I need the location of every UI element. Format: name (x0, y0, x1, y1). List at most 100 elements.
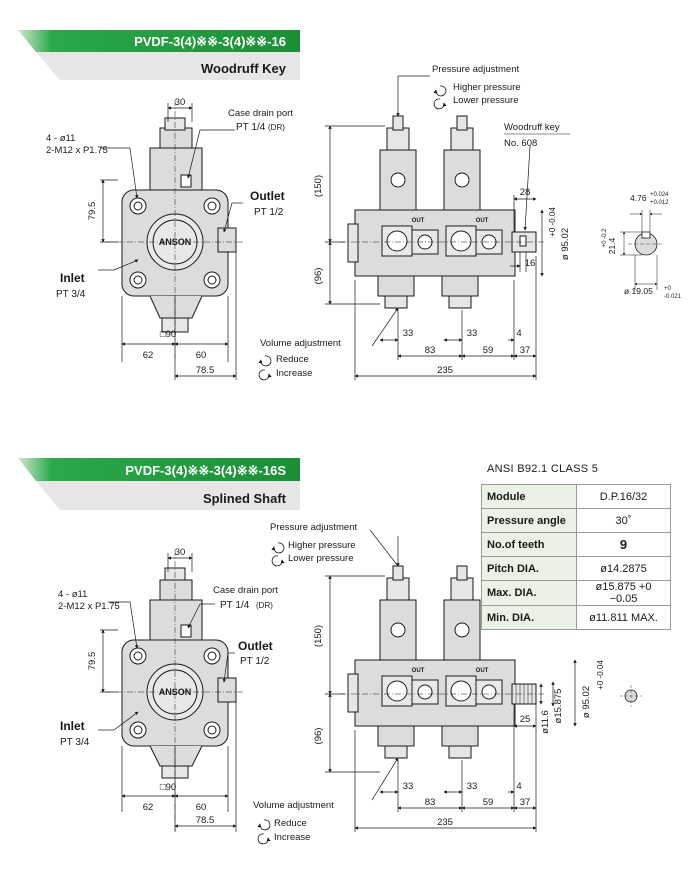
spec-value: ø11.811 MAX. (576, 605, 671, 630)
dim-37: 37 (520, 797, 531, 808)
dim-62: 62 (143, 350, 154, 361)
higher-pressure-label: Higher pressure (453, 82, 521, 93)
spec-key: Max. DIA. (481, 580, 577, 606)
model-title: PVDF-3(4)※※-3(4)※※-16 (134, 34, 286, 49)
clockwise-icon (258, 355, 272, 367)
shaft-dia-tol-lower: -0.021 (664, 294, 682, 300)
inlet-label: Inlet (60, 719, 85, 733)
dim-33b: 33 (467, 781, 478, 792)
dim-60: 60 (196, 802, 207, 813)
shaft-dia-label: ø 19.05 (624, 286, 653, 296)
section2-header: PVDF-3(4)※※-3(4)※※-16S Splined Shaft (18, 458, 300, 510)
dim-25: 25 (520, 714, 531, 725)
outlet-spec: PT 1/2 (254, 207, 284, 218)
dim-78-5: 78.5 (196, 815, 215, 826)
key-height-tol: +0 -0.2 (602, 228, 608, 248)
spec-value: 30˚ (576, 508, 671, 533)
rotation-icons-1 (258, 85, 447, 381)
dim-78-5: 78.5 (196, 365, 215, 376)
volume-adjustment-label: Volume adjustment (253, 800, 334, 811)
lower-pressure-label: Lower pressure (288, 553, 353, 564)
spec-value: ø15.875 +0 −0.05 (576, 580, 671, 606)
dim-95-02: ø 95.02 (581, 686, 592, 718)
dim-235: 235 (437, 365, 453, 376)
dim-79-5: 79.5 (87, 652, 98, 671)
brand-label: ANSON (159, 237, 192, 247)
dim-30: 30 (175, 97, 186, 108)
dim-60: 60 (196, 350, 207, 361)
spec-value: ø14.2875 (576, 556, 671, 581)
dim-83: 83 (425, 797, 436, 808)
key-width-tol-upper: +0.024 (650, 192, 669, 198)
increase-label: Increase (274, 832, 310, 843)
subtitle: Woodruff Key (201, 61, 287, 76)
dim-96: (96) (313, 268, 324, 285)
increase-label: Increase (276, 368, 312, 379)
spec-table-caption: ANSI B92.1 CLASS 5 (487, 463, 599, 475)
case-drain-dr: (DR) (256, 601, 273, 610)
mount-thread-label: 2-M12 x P1.75 (58, 601, 120, 612)
case-drain-label: Case drain port (213, 585, 278, 596)
rotation-icons-2 (257, 542, 285, 845)
side-dims-2 (325, 529, 577, 832)
key-width-label: 4.76 (630, 193, 647, 203)
counterclockwise-icon (271, 555, 285, 567)
case-drain-spec: PT 1/4 (220, 600, 250, 611)
dim-150: (150) (313, 175, 324, 197)
dim-11-6: ø11.6 (540, 710, 551, 734)
spec-key: Min. DIA. (481, 605, 577, 630)
dim-33b: 33 (467, 328, 478, 339)
dim-83: 83 (425, 345, 436, 356)
dim-33a: 33 (403, 781, 414, 792)
dim-235: 235 (437, 817, 453, 828)
spline-detail (620, 685, 642, 707)
case-drain-dr: (DR) (268, 123, 285, 132)
table-row: Min. DIA. ø11.811 MAX. (481, 605, 671, 630)
out-label-1: OUT (412, 668, 425, 674)
dim-96: (96) (313, 728, 324, 745)
mount-holes-label: 4 - ø11 (58, 589, 87, 600)
table-row: Max. DIA. ø15.875 +0 −0.05 (481, 580, 671, 606)
counterclockwise-icon (257, 833, 271, 845)
inlet-spec: PT 3/4 (56, 289, 86, 300)
dim-95-02-tol: +0 -0.04 (548, 207, 557, 237)
subtitle: Splined Shaft (203, 491, 287, 506)
reduce-label: Reduce (274, 818, 307, 829)
dim-62: 62 (143, 802, 154, 813)
outlet-spec: PT 1/2 (240, 656, 270, 667)
dim-16: 16 (525, 258, 536, 269)
dim-square-90: □90 (160, 329, 176, 340)
table-row: Module D.P.16/32 (481, 484, 671, 509)
dim-square-90: □90 (160, 782, 176, 793)
case-drain-label: Case drain port (228, 108, 293, 119)
dim-37: 37 (520, 345, 531, 356)
model-title: PVDF-3(4)※※-3(4)※※-16S (125, 463, 286, 478)
counterclockwise-icon (258, 369, 272, 381)
clockwise-icon (433, 85, 447, 97)
dim-28: 28 (520, 187, 531, 198)
front-dims-1 (98, 103, 243, 380)
dim-150: (150) (313, 625, 324, 647)
clockwise-icon (271, 542, 285, 554)
outlet-label: Outlet (250, 189, 285, 203)
side-dims-1 (325, 75, 544, 380)
inlet-label: Inlet (60, 271, 85, 285)
woodruff-no-label: No. 608 (504, 138, 537, 149)
higher-pressure-label: Higher pressure (288, 540, 356, 551)
pressure-adjustment-label: Pressure adjustment (432, 64, 519, 75)
dim-4: 4 (516, 781, 521, 792)
dim-95-02: ø 95.02 (560, 228, 571, 260)
shaft-dia-tol-upper: +0 (664, 286, 672, 292)
out-label-1: OUT (412, 218, 425, 224)
case-drain-spec: PT 1/4 (236, 122, 266, 133)
pressure-adjustment-label: Pressure adjustment (270, 522, 357, 533)
woodruff-key-label: Woodruff key (504, 122, 560, 133)
brand-label: ANSON (159, 687, 192, 697)
key-width-tol-lower: +0.012 (650, 200, 669, 206)
dim-95-02-tol: +0 -0.04 (596, 660, 605, 690)
clockwise-icon (257, 819, 271, 831)
front-dims-2 (98, 553, 237, 832)
lower-pressure-label: Lower pressure (453, 95, 518, 106)
front-view-1 (105, 100, 245, 360)
table-row: Pitch DIA. ø14.2875 (481, 556, 671, 581)
